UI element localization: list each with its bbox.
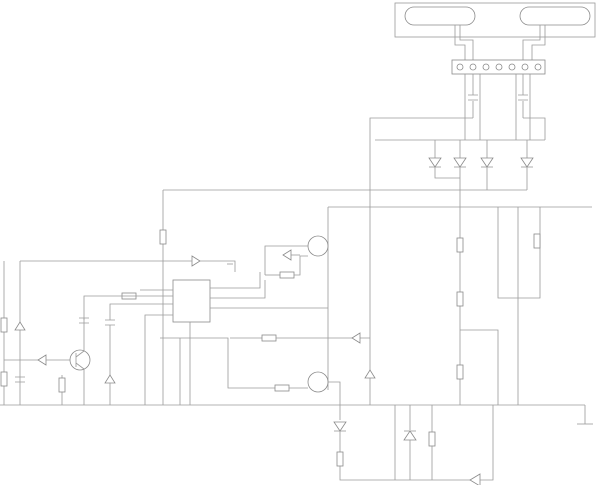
resistor — [0, 317, 8, 333]
triangle-symbol — [282, 249, 292, 261]
resistor — [336, 451, 344, 467]
circular-element-lower — [307, 371, 329, 393]
terminal-block — [451, 59, 546, 75]
capacitor — [15, 376, 25, 383]
triangle-symbol — [469, 473, 481, 485]
circular-element-upper — [307, 235, 329, 257]
resistor — [58, 377, 66, 393]
capacitor-top-left — [468, 94, 478, 101]
diode — [14, 321, 26, 331]
resistor — [279, 271, 295, 279]
lamp-tube-left — [404, 6, 476, 26]
lamp-tube-assembly — [394, 2, 596, 60]
diode-row — [428, 157, 534, 168]
integrated-circuit — [172, 279, 211, 323]
triangle-symbol — [351, 332, 361, 344]
capacitor — [79, 317, 89, 324]
resistor — [456, 291, 464, 307]
capacitor — [105, 319, 115, 326]
resistor — [159, 229, 167, 245]
resistor — [533, 233, 541, 249]
diode — [333, 421, 347, 432]
triangle-symbol — [191, 255, 201, 267]
resistor — [274, 384, 290, 392]
resistor — [261, 334, 277, 342]
transistor — [69, 335, 91, 405]
diode — [104, 374, 116, 384]
resistor — [0, 371, 8, 387]
lamp-tube-right — [519, 6, 591, 26]
diode — [364, 369, 376, 379]
capacitor-top-right — [518, 94, 528, 101]
resistor — [428, 431, 436, 447]
triangle-symbol — [37, 354, 47, 366]
resistor — [456, 364, 464, 380]
diode — [403, 430, 417, 441]
resistor — [456, 237, 464, 253]
